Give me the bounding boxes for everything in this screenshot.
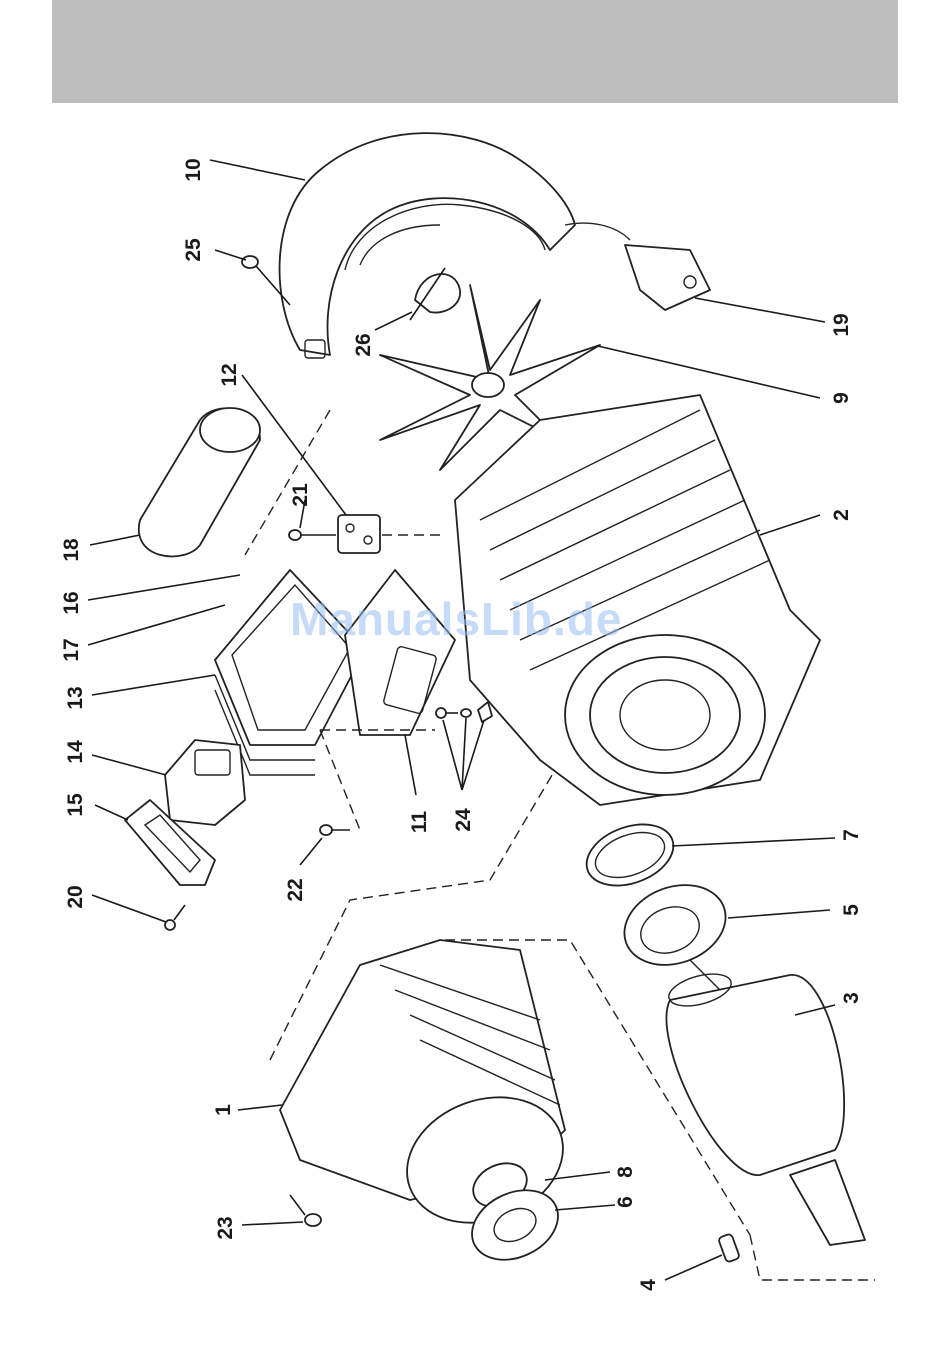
watermark: ManualsLib.de xyxy=(290,592,622,646)
callout-22: 22 xyxy=(284,878,307,901)
callout-10: 10 xyxy=(182,158,205,181)
callout-12: 12 xyxy=(218,363,241,386)
callout-17: 17 xyxy=(60,638,83,661)
callout-16: 16 xyxy=(60,591,83,614)
part-mains-plug xyxy=(565,223,710,310)
callout-25: 25 xyxy=(182,238,205,262)
callout-11: 11 xyxy=(408,811,431,834)
callout-23: 23 xyxy=(214,1216,237,1239)
part-screw-23 xyxy=(290,1195,321,1226)
callout-4: 4 xyxy=(637,1279,660,1291)
part-rotor xyxy=(665,960,865,1245)
part-switch xyxy=(165,740,245,825)
callout-15: 15 xyxy=(64,793,87,817)
part-screw-21 xyxy=(289,530,336,540)
callout-6: 6 xyxy=(614,1196,637,1208)
callout-21: 21 xyxy=(289,483,312,507)
callout-14: 14 xyxy=(64,740,87,764)
part-terminal-block xyxy=(338,515,380,553)
callout-24: 24 xyxy=(452,808,475,832)
part-screw-22 xyxy=(320,825,350,835)
part-fasteners xyxy=(436,702,492,722)
callout-9: 9 xyxy=(830,392,853,404)
callout-18: 18 xyxy=(60,538,83,562)
callout-2: 2 xyxy=(830,509,853,521)
callout-5: 5 xyxy=(840,904,863,916)
callout-20: 20 xyxy=(64,885,87,908)
callout-7: 7 xyxy=(840,829,863,841)
callout-1: 1 xyxy=(212,1104,235,1116)
assembly-line-e xyxy=(320,730,360,830)
callout-3: 3 xyxy=(840,992,863,1004)
callout-13: 13 xyxy=(64,686,87,709)
part-key xyxy=(718,1233,740,1262)
part-screw-20 xyxy=(165,905,185,930)
part-clamp xyxy=(410,268,460,320)
callout-19: 19 xyxy=(830,313,853,336)
callout-26: 26 xyxy=(352,333,375,356)
callout-8: 8 xyxy=(614,1166,637,1178)
part-bearing-shield xyxy=(613,872,737,979)
part-capacitor xyxy=(139,408,260,556)
part-ring xyxy=(578,813,682,896)
